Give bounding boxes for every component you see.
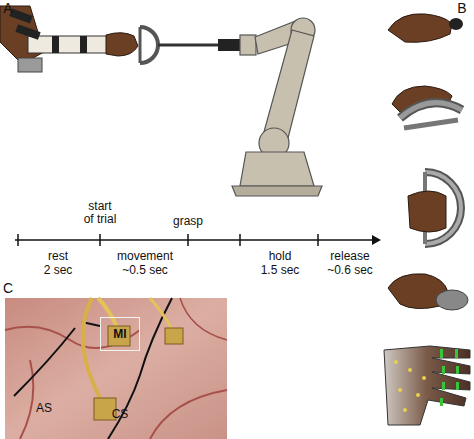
- monkey-arm-part: [106, 33, 138, 56]
- marker-hand-part: [422, 376, 426, 380]
- cortex-photo-part: [98, 298, 118, 330]
- cortex-photo-part: [20, 360, 33, 439]
- cortex-photo: [5, 298, 227, 439]
- cortex-photo-part: [150, 298, 172, 330]
- cortex-photo-part: [108, 298, 172, 439]
- robot-arm-part: [232, 186, 322, 196]
- grasp-hook-part: [404, 120, 458, 128]
- panel-letter: A: [3, 2, 12, 15]
- grasp-sphere-part: [436, 290, 468, 310]
- timeline-axis-part: [317, 234, 319, 246]
- marker-hand-part: [440, 398, 443, 406]
- marker-hand-part: [398, 388, 402, 392]
- marker-hand-part: [416, 393, 420, 397]
- panel-letter: B: [457, 2, 466, 15]
- timeline-axis-part: [187, 234, 189, 246]
- robot-arm: [232, 18, 322, 196]
- manipulandum-part: [140, 27, 158, 63]
- monkey-arm: [0, 6, 138, 72]
- timeline-axis-part: [239, 234, 241, 246]
- marker-hand-part: [408, 368, 412, 372]
- marker-hand-part: [455, 349, 458, 358]
- robot-arm-part: [240, 152, 314, 186]
- array-box: MI: [100, 317, 140, 351]
- manipulandum-part: [158, 44, 220, 47]
- timeline-label: 1.5 sec: [261, 264, 300, 277]
- cortex-photo-part: [165, 328, 183, 344]
- robot-arm-part: [240, 35, 256, 55]
- cortex-photo-part: [5, 298, 227, 439]
- monkey-arm-part: [52, 36, 59, 53]
- timeline-axis-part: [372, 235, 381, 245]
- marker-hand-part: [442, 366, 445, 374]
- grasp-hook-part: [400, 103, 462, 118]
- grasp-hook: [392, 86, 462, 128]
- monkey-arm-part: [15, 24, 40, 40]
- timeline-label: CS: [112, 408, 129, 421]
- cortex-photo-part: [83, 298, 100, 398]
- monkey-arm-part: [9, 8, 32, 23]
- manipulandum-part: [139, 27, 142, 63]
- cortex-photo-part: [180, 298, 227, 340]
- monkey-arm-part: [18, 58, 42, 72]
- grasp-hook-part: [400, 103, 462, 118]
- timeline-label: release: [330, 250, 369, 263]
- timeline-label: movement: [117, 250, 173, 263]
- marker-hand-part: [440, 349, 443, 358]
- grasp-precision-part: [449, 18, 463, 30]
- monkey-arm-part: [28, 36, 110, 53]
- timeline-label: ~0.5 sec: [122, 264, 168, 277]
- marker-hand-part: [456, 382, 459, 390]
- cortex-photo-part: [14, 328, 75, 396]
- manipulandum-part: [218, 39, 240, 51]
- grasp-power-part: [408, 191, 446, 232]
- marker-hand-part: [384, 346, 470, 425]
- grasp-precision: [388, 14, 463, 43]
- timeline-label: start of trial: [83, 200, 117, 226]
- grasp-sphere: [388, 274, 468, 310]
- manipulandum: [140, 27, 240, 63]
- timeline-label: grasp: [173, 215, 203, 228]
- marker-hand-part: [394, 360, 398, 364]
- timeline-axis: [15, 234, 381, 246]
- timeline-label: AS: [36, 402, 52, 415]
- marker-hand-part: [403, 408, 407, 412]
- marker-hand: [384, 346, 470, 425]
- timeline-label: hold: [269, 250, 292, 263]
- area-label: MI: [113, 327, 126, 341]
- marker-hand-part: [456, 366, 459, 374]
- timeline-axis-part: [17, 234, 19, 246]
- grasp-precision-part: [388, 14, 452, 43]
- monkey-arm-part: [80, 36, 87, 53]
- cortex-photo-part: [150, 390, 227, 439]
- marker-hand-part: [442, 382, 445, 390]
- timeline-axis-part: [99, 234, 101, 246]
- timeline-label: ~0.6 sec: [327, 264, 373, 277]
- cortex-photo-part: [108, 326, 130, 346]
- panel-letter: C: [3, 282, 13, 295]
- timeline-label: rest: [48, 250, 68, 263]
- grasp-power: [408, 172, 461, 244]
- timeline-label: 2 sec: [44, 264, 73, 277]
